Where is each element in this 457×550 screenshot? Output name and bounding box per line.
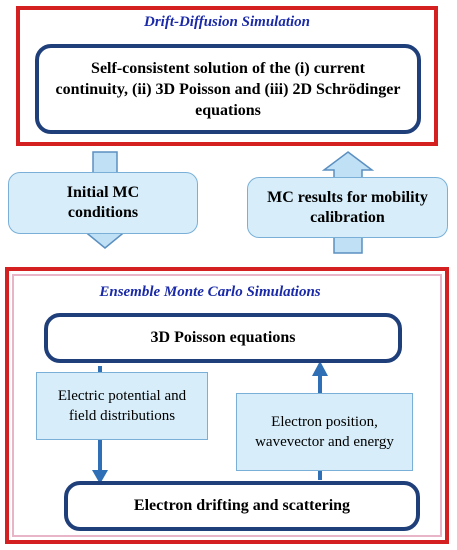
electric-potential-box: Electric potential and field distributio…: [36, 372, 208, 440]
monte-carlo-inner-frame: [12, 274, 442, 537]
poisson-equations-box: 3D Poisson equations: [44, 313, 402, 363]
initial-mc-conditions-text: Initial MC conditions: [66, 184, 140, 221]
initial-mc-conditions-box: Initial MC conditions: [8, 172, 198, 234]
self-consistent-text: Self-consistent solution of the (i) curr…: [55, 59, 401, 119]
monte-carlo-frame: [5, 267, 449, 544]
electron-position-box: Electron position, wavevector and energy: [236, 393, 413, 471]
mc-results-text: MC results for mobility calibration: [267, 188, 428, 226]
monte-carlo-title: Ensemble Monte Carlo Simulations: [99, 284, 321, 300]
poisson-equations-text: 3D Poisson equations: [150, 329, 296, 346]
drift-diffusion-frame: [16, 6, 438, 146]
self-consistent-box: Self-consistent solution of the (i) curr…: [35, 44, 421, 134]
electric-potential-text: Electric potential and field distributio…: [57, 388, 187, 424]
mc-results-box: MC results for mobility calibration: [247, 177, 448, 238]
electron-drifting-box: Electron drifting and scattering: [64, 481, 420, 531]
up-arrow-head: [312, 361, 328, 376]
electron-drifting-text: Electron drifting and scattering: [133, 497, 351, 514]
drift-diffusion-title: Drift-Diffusion Simulation: [143, 14, 311, 30]
down-arrow-head: [92, 470, 108, 484]
electron-position-text: Electron position, wavevector and energy: [255, 414, 394, 450]
